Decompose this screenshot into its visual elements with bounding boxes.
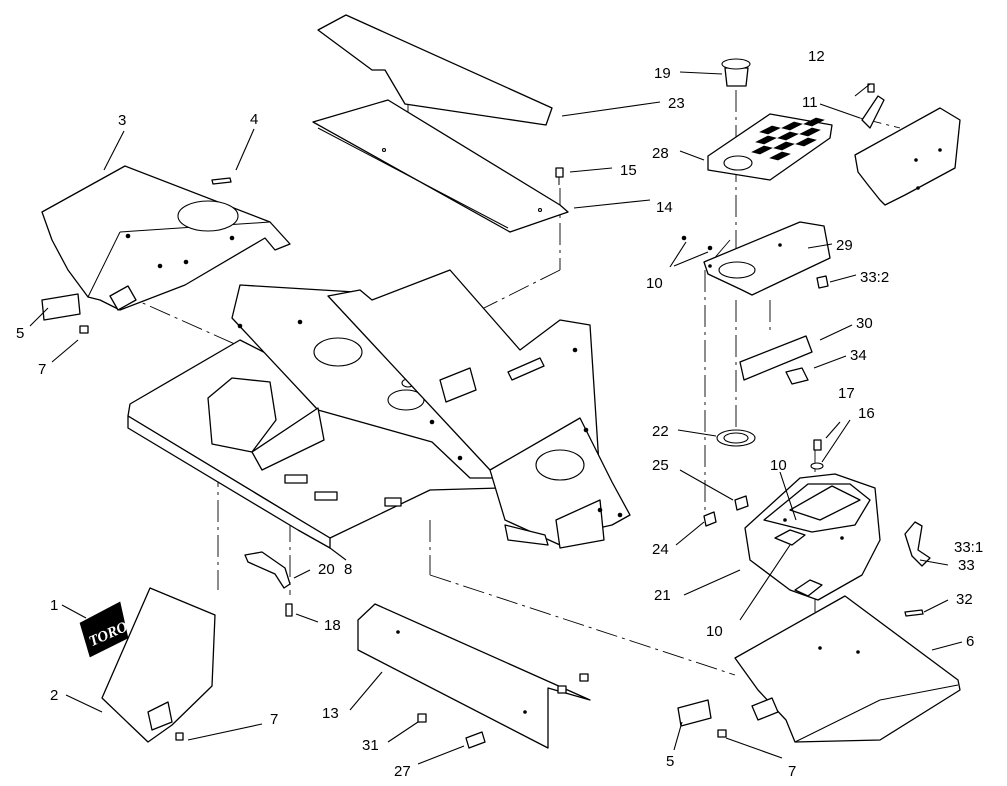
- callout-27: 27: [394, 763, 411, 780]
- callout-18: 18: [324, 617, 341, 634]
- callout-23: 23: [668, 95, 685, 112]
- screw-15: [555, 167, 564, 185]
- floor-pan-13: [357, 603, 591, 749]
- knob-25: [734, 495, 749, 511]
- callout-33-1: 33:1: [954, 539, 983, 556]
- callout-10-top: 10: [646, 275, 663, 292]
- insulation-pad-23: [317, 14, 553, 126]
- callout-31: 31: [362, 737, 379, 754]
- callout-33: 33: [958, 557, 975, 574]
- decal-strip-4: [211, 177, 232, 185]
- control-plate-29: [703, 221, 831, 296]
- callout-5-right: 5: [666, 753, 674, 770]
- callout-25: 25: [652, 457, 669, 474]
- callout-15: 15: [620, 162, 637, 179]
- callout-7-left: 7: [38, 361, 46, 378]
- callout-2: 2: [50, 687, 58, 704]
- gasket-30: [739, 335, 813, 381]
- callout-12: 12: [808, 48, 825, 65]
- front-shield-2: [101, 587, 216, 743]
- grip-pad-5-right: [677, 699, 712, 727]
- bolt-7-front: [175, 732, 184, 741]
- grip-pad-5-left: [41, 293, 81, 321]
- callout-30: 30: [856, 315, 873, 332]
- callout-4: 4: [250, 111, 258, 128]
- bracket-20: [244, 551, 291, 589]
- callout-13: 13: [322, 705, 339, 722]
- callout-3: 3: [118, 112, 126, 129]
- nut-31: [417, 713, 427, 723]
- cover-plate-14: [312, 99, 569, 233]
- bolt-7-right: [717, 729, 727, 738]
- callout-17: 17: [838, 385, 855, 402]
- callout-5-left: 5: [16, 325, 24, 342]
- control-decal-28: [707, 113, 833, 181]
- lever-33: [904, 521, 931, 567]
- callout-19: 19: [654, 65, 671, 82]
- callout-14: 14: [656, 199, 673, 216]
- callout-11: 11: [802, 94, 818, 111]
- console-housing-21: [744, 473, 881, 601]
- callout-20: 20: [318, 561, 335, 578]
- callout-8: 8: [344, 561, 352, 578]
- bushing-19: [721, 58, 751, 87]
- callout-labels: 3 4 5 7 8 1 2 7 20 18 13 31 27 23 14 15 …: [16, 48, 983, 780]
- side-panel-upper-right: [854, 107, 961, 206]
- leader-lines: [29, 71, 963, 765]
- bolt-18: [285, 603, 293, 617]
- callout-33-2: 33:2: [860, 269, 889, 286]
- decal-strip-32: [904, 609, 924, 617]
- bolt-7-left: [79, 325, 89, 334]
- callout-7-right: 7: [788, 763, 796, 780]
- bracket-11: [861, 95, 885, 129]
- callout-7-front: 7: [270, 711, 278, 728]
- callout-34: 34: [850, 347, 867, 364]
- callout-21: 21: [654, 587, 671, 604]
- callout-22: 22: [652, 423, 669, 440]
- callout-32: 32: [956, 591, 973, 608]
- screw-12: [867, 83, 875, 93]
- screw-17: [813, 439, 822, 451]
- decal-grid: [751, 117, 825, 161]
- decal-34: [785, 367, 809, 385]
- screws-10-top: [681, 235, 713, 251]
- callout-10-bottom: 10: [706, 623, 723, 640]
- callout-10-mid: 10: [770, 457, 787, 474]
- left-fender-3: [41, 165, 291, 311]
- callout-1: 1: [50, 597, 58, 614]
- switch-24: [703, 511, 717, 527]
- fasteners-13: [557, 673, 589, 694]
- callout-6: 6: [966, 633, 974, 650]
- clip-33-2: [816, 275, 829, 289]
- right-fender-6: [734, 595, 961, 743]
- main-frame-8: [127, 269, 631, 549]
- washer-16: [810, 462, 824, 470]
- bushing-22: [716, 429, 756, 447]
- callout-24: 24: [652, 541, 669, 558]
- callout-28: 28: [652, 145, 669, 162]
- callout-16: 16: [858, 405, 875, 422]
- rivet-27: [465, 731, 486, 749]
- callout-29: 29: [836, 237, 853, 254]
